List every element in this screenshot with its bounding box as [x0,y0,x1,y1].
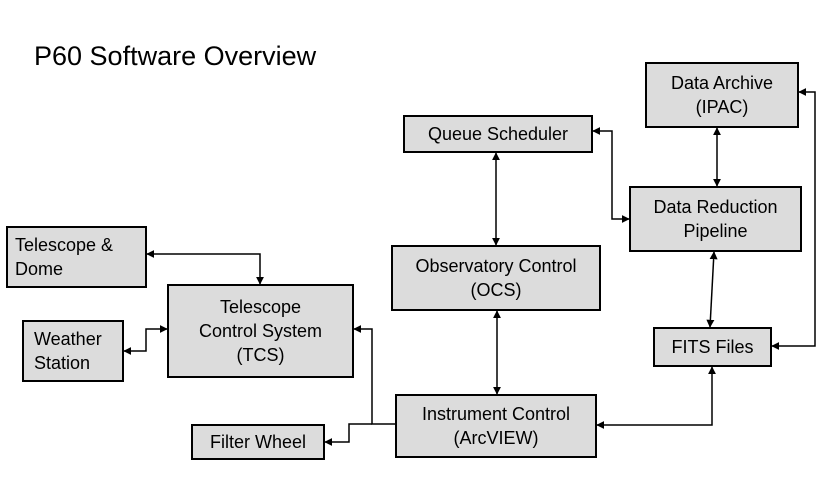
observatory-control-box: Observatory Control (OCS) [391,245,601,311]
queue-scheduler-label: Queue Scheduler [427,124,569,144]
fits-files-box: FITS Files [653,327,772,367]
arrow-tcs-instrument [353,325,395,425]
arrow-weather-tcs [123,325,168,355]
instrument-control-box: Instrument Control (ArcVIEW) [395,394,597,458]
page-title: P60 Software Overview [34,41,317,71]
arrow-queue-reduction [592,127,630,223]
data-reduction-label: Data Reduction Pipeline [653,197,778,241]
weather-station-label: Weather Station [34,329,102,373]
telescope-dome-box: Telescope & Dome [6,226,147,288]
tcs-label: Telescope Control System (TCS) [198,297,323,365]
telescope-dome-label: Telescope & Dome [15,235,114,279]
queue-scheduler-box: Queue Scheduler [403,115,593,153]
filter-wheel-box: Filter Wheel [191,424,325,460]
arrow-dome-tcs [146,250,264,285]
fits-files-label: FITS Files [671,337,754,357]
arrow-archive-fits [771,88,816,350]
instrument-control-label: Instrument Control (ArcVIEW) [421,404,571,448]
observatory-control-label: Observatory Control (OCS) [415,256,577,300]
tcs-box: Telescope Control System (TCS) [167,284,354,378]
data-archive-label: Data Archive (IPAC) [670,73,774,117]
arrow-reduction-fits [706,251,718,328]
filter-wheel-label: Filter Wheel [209,432,307,452]
arrow-instrument-filterwheel [324,423,372,446]
weather-station-box: Weather Station [22,320,124,382]
arrow-instrument-fits [596,366,716,429]
